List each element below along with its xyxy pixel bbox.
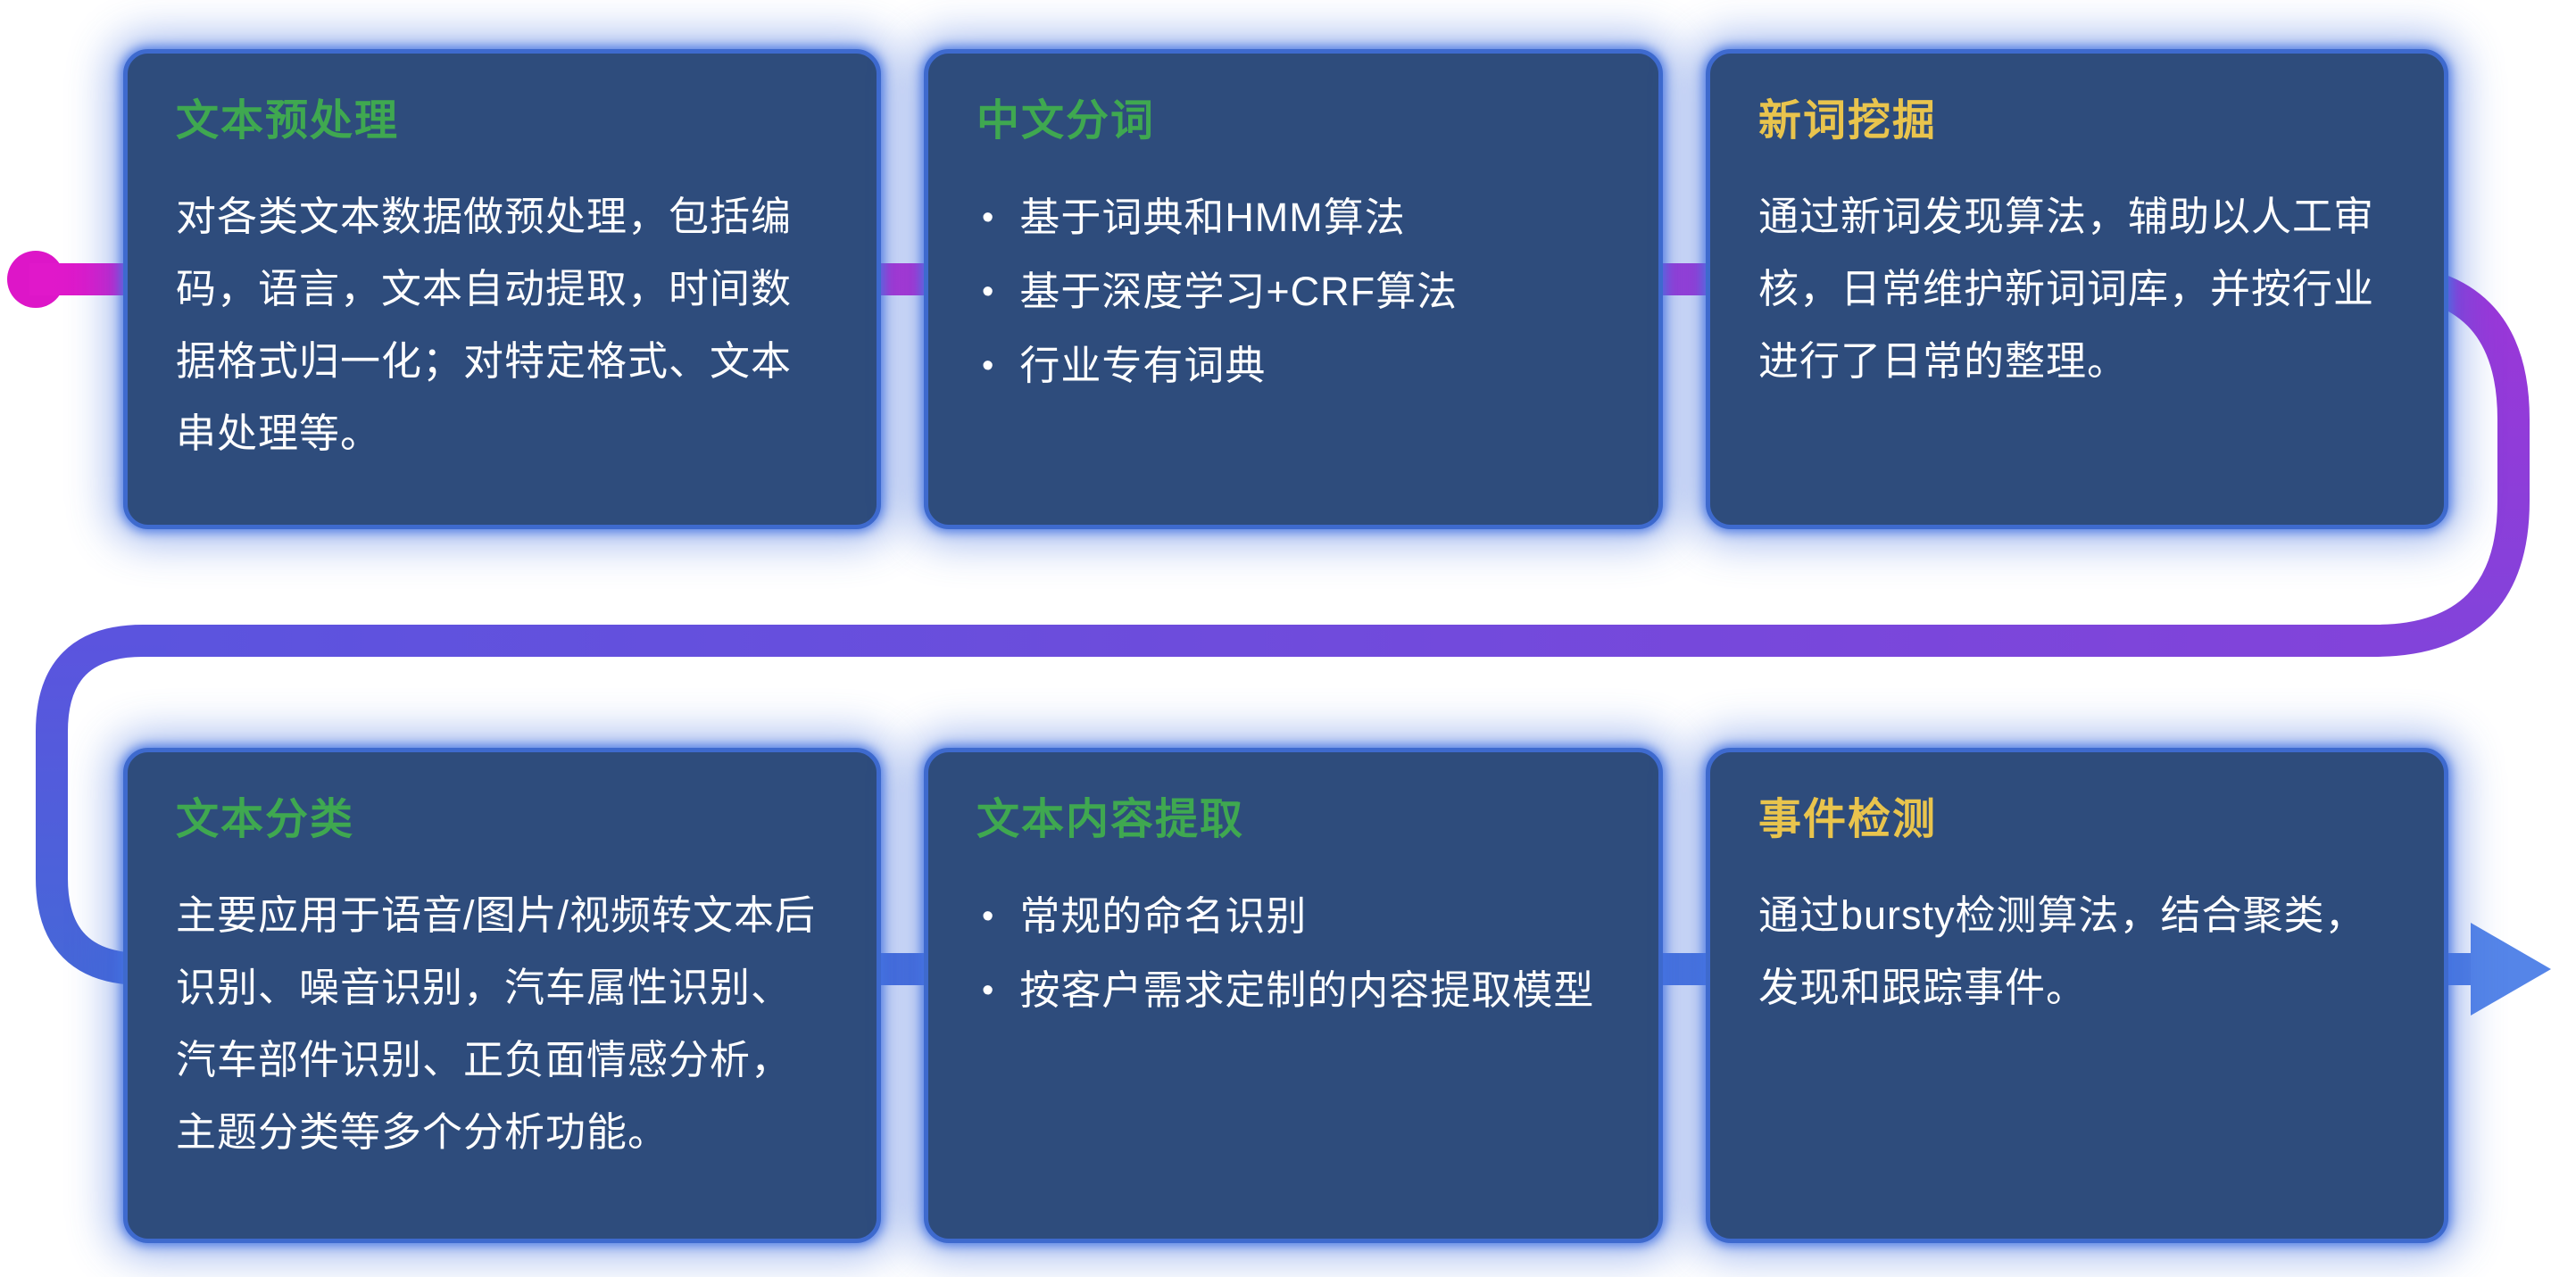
- card-title: 文本预处理: [176, 97, 400, 145]
- bullet-icon: •: [982, 898, 995, 935]
- card-title: 文本分类: [176, 796, 355, 843]
- card-title: 事件检测: [1758, 796, 1938, 843]
- card-title: 中文分词: [976, 97, 1156, 145]
- card-new-word-mining: 新词挖掘 通过新词发现算法，辅助以人工审核，日常维护新词词库，并按行业进行了日常…: [1706, 49, 2448, 529]
- card-body-text: 通过bursty检测算法，结合聚类，发现和跟踪事件。: [1758, 892, 2366, 1010]
- bullet-text: 基于词典和HMM算法: [1019, 195, 1406, 240]
- bullet-icon: •: [982, 347, 995, 385]
- flow-curve-left: [36, 625, 166, 985]
- card-title: 文本内容提取: [976, 796, 1245, 843]
- card-body-text: 主要应用于语音/图片/视频转文本后识别、噪音识别，汽车属性识别、汽车部件识别、正…: [176, 892, 817, 1155]
- card-body-text: 通过新词发现算法，辅助以人工审核，日常维护新词词库，并按行业进行了日常的整理。: [1758, 194, 2375, 384]
- card-event-detection: 事件检测 通过bursty检测算法，结合聚类，发现和跟踪事件。: [1706, 748, 2448, 1243]
- card-text-classification: 文本分类 主要应用于语音/图片/视频转文本后识别、噪音识别，汽车属性识别、汽车部…: [123, 748, 881, 1243]
- bullet-text: 行业专有词典: [1019, 343, 1267, 388]
- list-item: • 行业专有词典: [982, 337, 1610, 394]
- card-chinese-word-segmentation: 中文分词 • 基于词典和HMM算法 • 基于深度学习+CRF算法 • 行业专有词…: [924, 49, 1663, 529]
- bullet-icon: •: [982, 972, 995, 1009]
- card-title: 新词挖掘: [1758, 97, 1938, 145]
- flow-end-arrow-icon: [2471, 923, 2551, 1016]
- bullet-text: 按客户需求定制的内容提取模型: [1019, 967, 1595, 1013]
- bullet-icon: •: [982, 199, 995, 236]
- list-item: • 基于词典和HMM算法: [982, 189, 1610, 246]
- bullet-text: 基于深度学习+CRF算法: [1019, 269, 1458, 314]
- bullet-list: • 常规的命名识别 • 按客户需求定制的内容提取模型: [976, 888, 1610, 1019]
- list-item: • 常规的命名识别: [982, 888, 1610, 945]
- card-body-text: 对各类文本数据做预处理，包括编码，语言，文本自动提取，时间数据格式归一化；对特定…: [176, 194, 793, 456]
- bullet-icon: •: [982, 273, 995, 311]
- card-text-preprocessing: 文本预处理 对各类文本数据做预处理，包括编码，语言，文本自动提取，时间数据格式归…: [123, 49, 881, 529]
- bullet-list: • 基于词典和HMM算法 • 基于深度学习+CRF算法 • 行业专有词典: [976, 189, 1610, 394]
- list-item: • 按客户需求定制的内容提取模型: [982, 962, 1610, 1019]
- list-item: • 基于深度学习+CRF算法: [982, 263, 1610, 320]
- bullet-text: 常规的命名识别: [1019, 893, 1308, 939]
- card-text-content-extraction: 文本内容提取 • 常规的命名识别 • 按客户需求定制的内容提取模型: [924, 748, 1663, 1243]
